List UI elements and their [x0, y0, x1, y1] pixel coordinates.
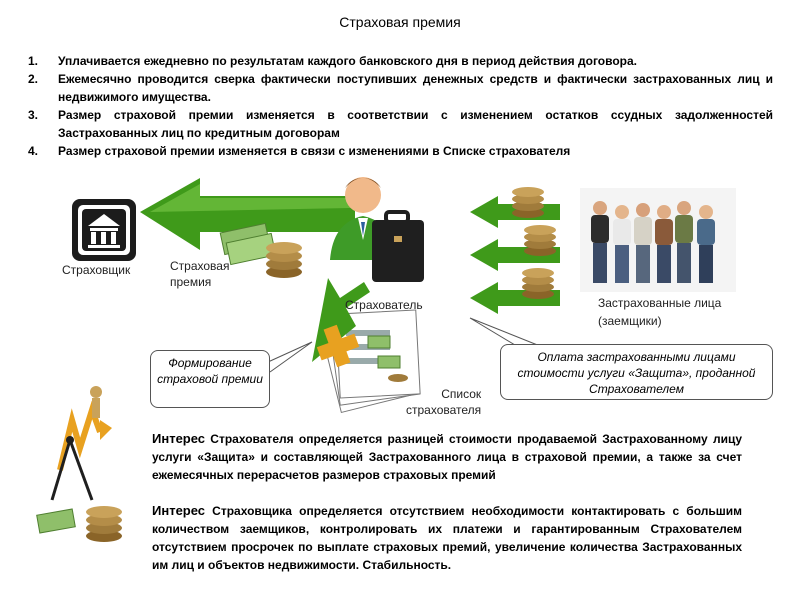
coins-icon	[512, 187, 556, 299]
money-pile-icon	[37, 506, 122, 542]
insurer-interest-paragraph: Интерес Страховщика определяется отсутст…	[152, 502, 742, 574]
premium-label: Страховая премия	[170, 258, 229, 290]
forming-callout: Формирование страховой премии	[150, 350, 270, 408]
payment-callout: Оплата застрахованными лицами стоимости …	[500, 344, 773, 400]
policyholder-label: Страхователь	[345, 297, 423, 313]
forming-callout-pointer	[268, 342, 312, 372]
paragraph-lead: Интерес	[152, 431, 205, 446]
bank-building-icon	[72, 199, 136, 261]
briefcase-icon	[372, 212, 424, 282]
growth-chart-icon	[52, 386, 112, 500]
insured-label: Застрахованные лица (заемщики)	[598, 294, 721, 330]
paragraph-text: Страховщика определяется отсутствием нео…	[152, 504, 742, 572]
list-label: Список страхователя	[406, 386, 481, 418]
insured-people-photo	[580, 188, 736, 292]
paragraph-lead: Интерес	[152, 503, 205, 518]
insurer-label: Страховщик	[62, 262, 130, 278]
policyholder-interest-paragraph: Интерес Страхователя определяется разниц…	[152, 430, 742, 484]
paragraph-text: Страхователя определяется разницей стоим…	[152, 432, 742, 482]
